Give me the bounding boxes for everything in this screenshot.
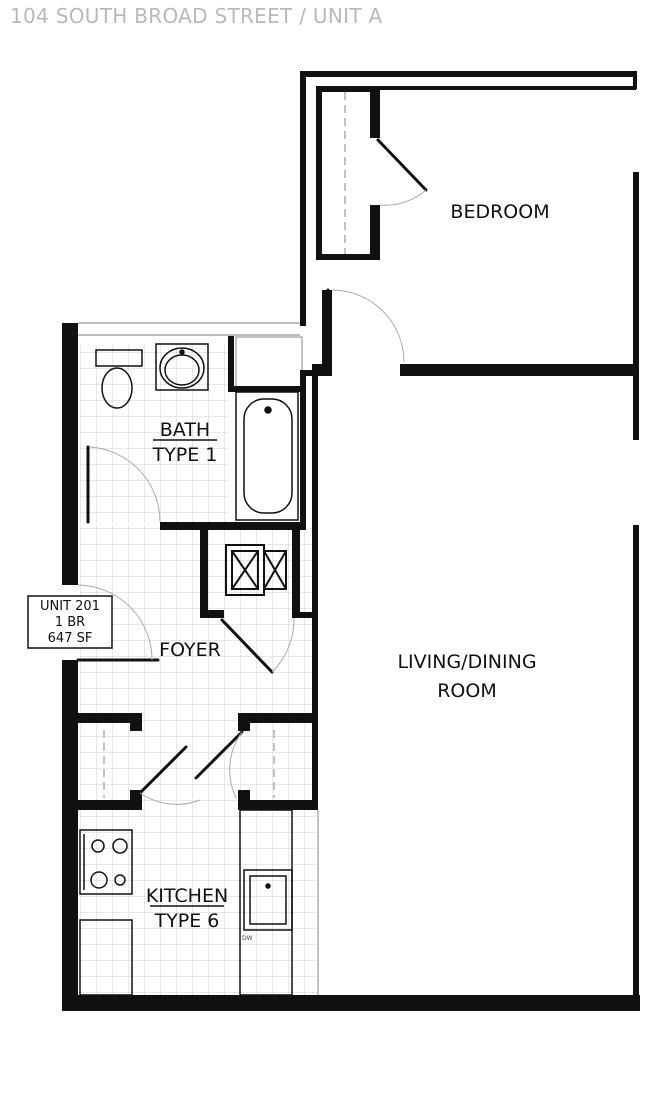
exterior-walls — [62, 71, 640, 1011]
closet-walls — [316, 86, 636, 260]
closet-shelf-lines — [103, 730, 275, 798]
foyer-kitchen-tile-floor — [80, 525, 318, 995]
utility-closet-walls — [200, 528, 312, 618]
bath-walls — [160, 336, 330, 810]
kitchen-type-label: TYPE 6 — [154, 910, 220, 932]
bedroom-label: BEDROOM — [450, 201, 549, 223]
unit-info-box: UNIT 201 1 BR 647 SF — [27, 595, 113, 649]
living-label-line2: ROOM — [437, 680, 497, 702]
door-leaves — [76, 138, 428, 795]
hvac-unit — [225, 544, 287, 596]
door-swings — [77, 189, 427, 805]
foyer-label: FOYER — [159, 639, 221, 661]
kitchen-label: KITCHEN — [146, 885, 228, 907]
plan-title: 104 SOUTH BROAD STREET / UNIT A — [10, 4, 383, 28]
bath-type-label: TYPE 1 — [152, 444, 218, 466]
sink-icon — [155, 343, 209, 391]
bedroom-partition — [312, 290, 636, 376]
toilet-icon — [95, 349, 143, 409]
stove-icon — [79, 829, 133, 895]
unit-number: UNIT 201 — [40, 599, 100, 614]
closet-pair-walls — [78, 713, 314, 810]
bathtub-icon — [235, 391, 299, 521]
unit-bedrooms: 1 BR — [55, 615, 85, 630]
unit-area: 647 SF — [48, 631, 93, 646]
bath-label: BATH — [160, 419, 210, 441]
kitchen-sink-icon — [243, 869, 293, 931]
living-label-line1: LIVING/DINING — [397, 651, 536, 673]
dishwasher-label: DW — [242, 935, 253, 942]
